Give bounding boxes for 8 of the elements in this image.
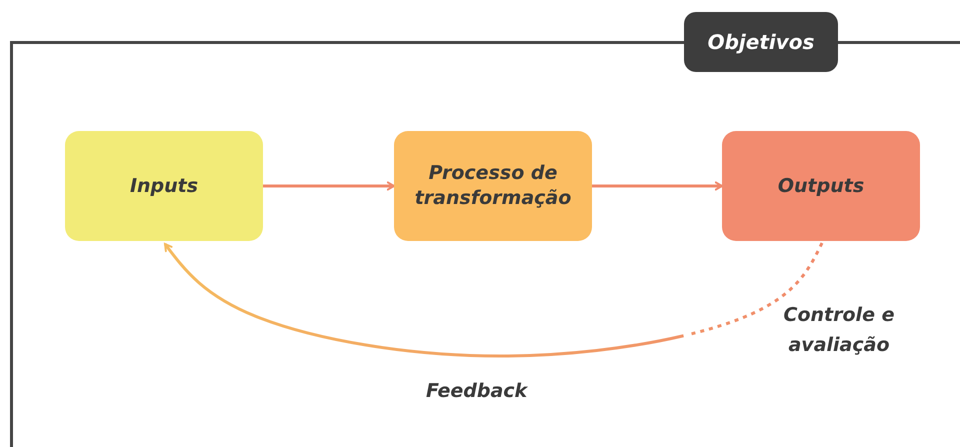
process-box: Processo de transformação [394, 131, 592, 241]
annotation-label: Controle e avaliação [782, 303, 896, 358]
arrow [263, 181, 395, 191]
arrow [592, 181, 723, 191]
objectives-badge: Objetivos [684, 12, 838, 72]
arrow [164, 242, 824, 358]
process-box: Outputs [722, 131, 920, 241]
process-box: Inputs [65, 131, 263, 241]
